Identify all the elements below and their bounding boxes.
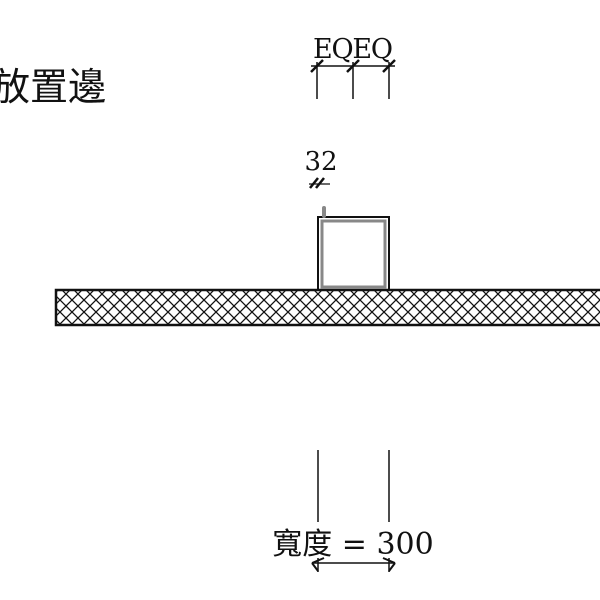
box-element xyxy=(317,206,390,291)
hatched-slab xyxy=(54,288,600,327)
side-label: 放置邊 xyxy=(0,65,106,109)
width-label: 寬度 = 300 xyxy=(272,527,433,562)
eq-dimension: EQEQ xyxy=(310,34,396,99)
offset-dimension: 32 xyxy=(304,147,338,189)
width-dimension: 寬度 = 300 xyxy=(272,450,434,572)
eq-label: EQEQ xyxy=(313,34,393,65)
offset-label: 32 xyxy=(304,147,337,177)
